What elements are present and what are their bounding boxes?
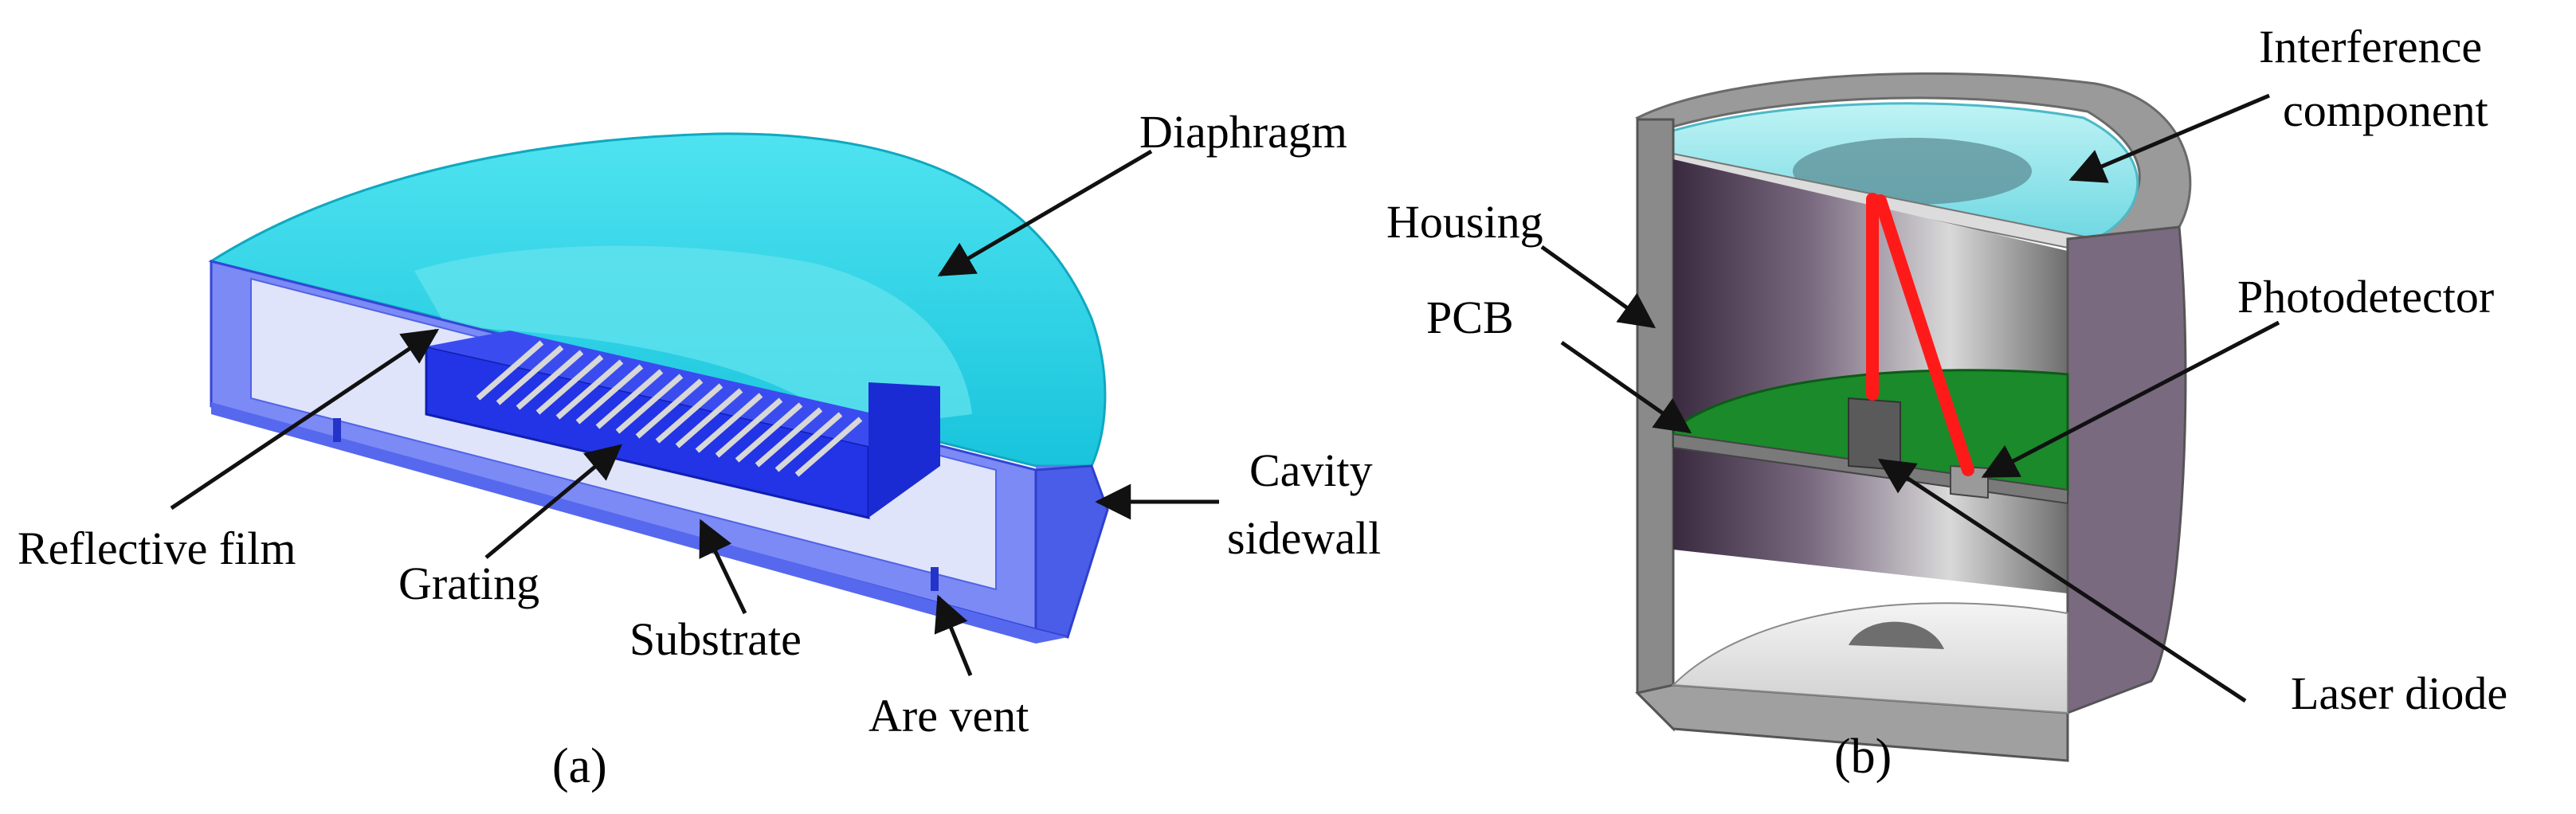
panel-b-leaders xyxy=(1540,93,2280,703)
grating-leader xyxy=(484,444,622,559)
housing-leader xyxy=(1540,245,1657,329)
housing-bottom-face xyxy=(1635,683,2069,762)
substrate-label: Substrate xyxy=(629,613,802,665)
panel-a-leaders xyxy=(170,149,1219,676)
laser-beam-down xyxy=(1874,194,1974,476)
cavity-sidewall-label-line1: Cavity xyxy=(1249,444,1373,496)
vent-label: Are vent xyxy=(868,690,1029,742)
substrate-shape xyxy=(211,402,1068,644)
vent-right xyxy=(931,567,939,591)
housing-notch xyxy=(1849,621,1944,649)
diaphragm-inner xyxy=(414,245,972,430)
grating-right-block xyxy=(868,382,940,518)
housing-floor xyxy=(1671,602,2068,714)
panel-b-diagram xyxy=(1635,72,2192,762)
interference-label-line2: component xyxy=(2283,84,2488,136)
pcb-leader xyxy=(1560,340,1692,434)
vent-leader xyxy=(934,594,973,676)
interference-label-line1: Interference xyxy=(2259,21,2482,72)
laser-beams xyxy=(1866,193,1974,476)
caption-b: (b) xyxy=(1834,730,1892,784)
caption-a: (a) xyxy=(552,739,607,793)
photodetector-label: Photodetector xyxy=(2237,271,2494,323)
vent-left xyxy=(333,418,341,442)
diaphragm-leader xyxy=(937,149,1153,277)
laser-diode-block xyxy=(1848,397,1901,472)
grating-lines xyxy=(476,340,863,477)
cavity-sidewall-label-line2: sidewall xyxy=(1227,512,1381,564)
reflective-film-label: Reflective film xyxy=(18,522,296,574)
photodetector-leader xyxy=(1981,320,2280,479)
housing-label: Housing xyxy=(1386,196,1543,248)
grating-label: Grating xyxy=(398,558,539,609)
pcb-label: PCB xyxy=(1426,292,1514,343)
diaphragm-label: Diaphragm xyxy=(1139,106,1347,158)
cavity-sidewall-right xyxy=(1034,464,1109,639)
substrate-leader xyxy=(699,519,747,615)
interference-leader xyxy=(2068,93,2270,183)
panel-a-diagram xyxy=(208,132,1109,644)
housing-right-wall xyxy=(2066,225,2187,715)
photodetector-block xyxy=(1950,464,1989,499)
reflective-film-leader xyxy=(170,328,440,511)
laser-diode-label: Laser diode xyxy=(2291,667,2507,719)
laser-diode-leader xyxy=(1877,458,2247,703)
housing-left-wall xyxy=(1636,118,1675,732)
interference-disk xyxy=(1793,138,2032,205)
